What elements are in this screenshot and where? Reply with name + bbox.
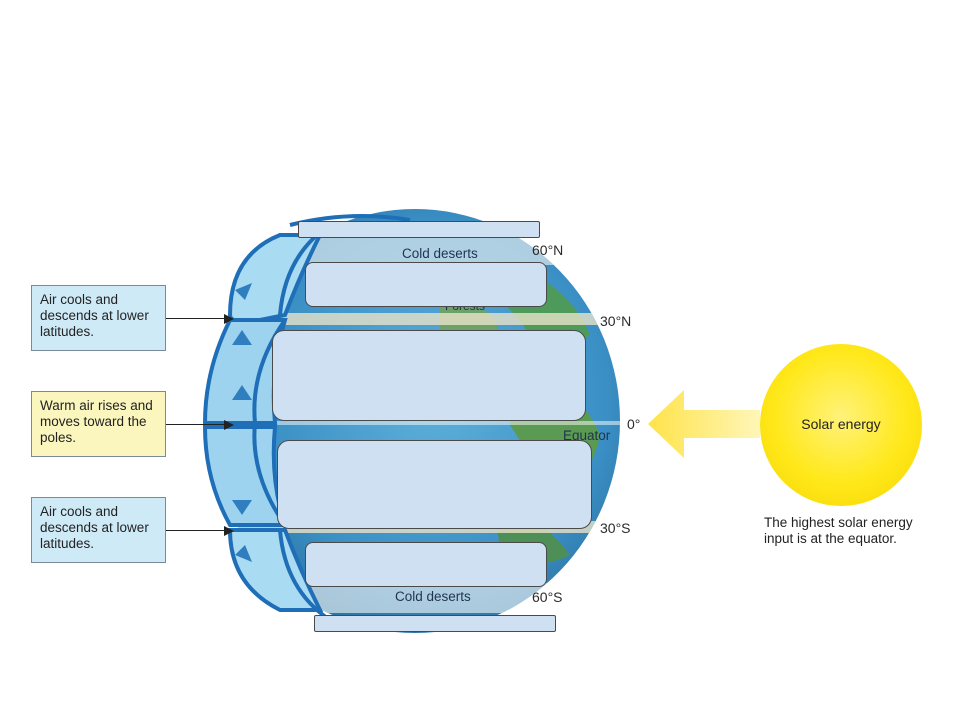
answer-box-top-strip[interactable] [298, 221, 540, 238]
sun-caption: The highest solar energy input is at the… [764, 515, 913, 546]
callout-top: Air cools and descends at lower latitude… [31, 285, 166, 351]
answer-box-bottom-strip[interactable] [314, 615, 556, 632]
callout-middle-arrow [166, 424, 224, 425]
latitude-30s: 30°S [600, 520, 631, 536]
answer-box-south-tropics[interactable] [277, 440, 592, 529]
latitude-60s: 60°S [532, 589, 563, 605]
callout-middle: Warm air rises and moves toward the pole… [31, 391, 166, 457]
sun-label: Solar energy [801, 416, 881, 432]
zone-cold-deserts-south: Cold deserts [395, 589, 471, 604]
zone-cold-deserts-north: Cold deserts [402, 246, 478, 261]
cell-arrows [232, 283, 252, 562]
callout-top-arrow [166, 318, 224, 319]
zone-equator: Equator [563, 428, 611, 443]
answer-box-upper[interactable] [305, 262, 547, 307]
callout-top-arrowhead [224, 313, 234, 324]
callout-bottom: Air cools and descends at lower latitude… [31, 497, 166, 563]
callout-bottom-arrow [166, 530, 224, 531]
sun-icon [760, 344, 922, 506]
latitude-0: 0° [627, 416, 641, 432]
solar-energy-arrow-icon [648, 390, 760, 458]
callout-middle-arrowhead [224, 419, 234, 430]
callout-bottom-arrowhead [224, 525, 234, 536]
latitude-60n: 60°N [532, 242, 564, 258]
answer-box-north-tropics[interactable] [272, 330, 586, 421]
latitude-30n: 30°N [600, 313, 632, 329]
answer-box-lower[interactable] [305, 542, 547, 587]
